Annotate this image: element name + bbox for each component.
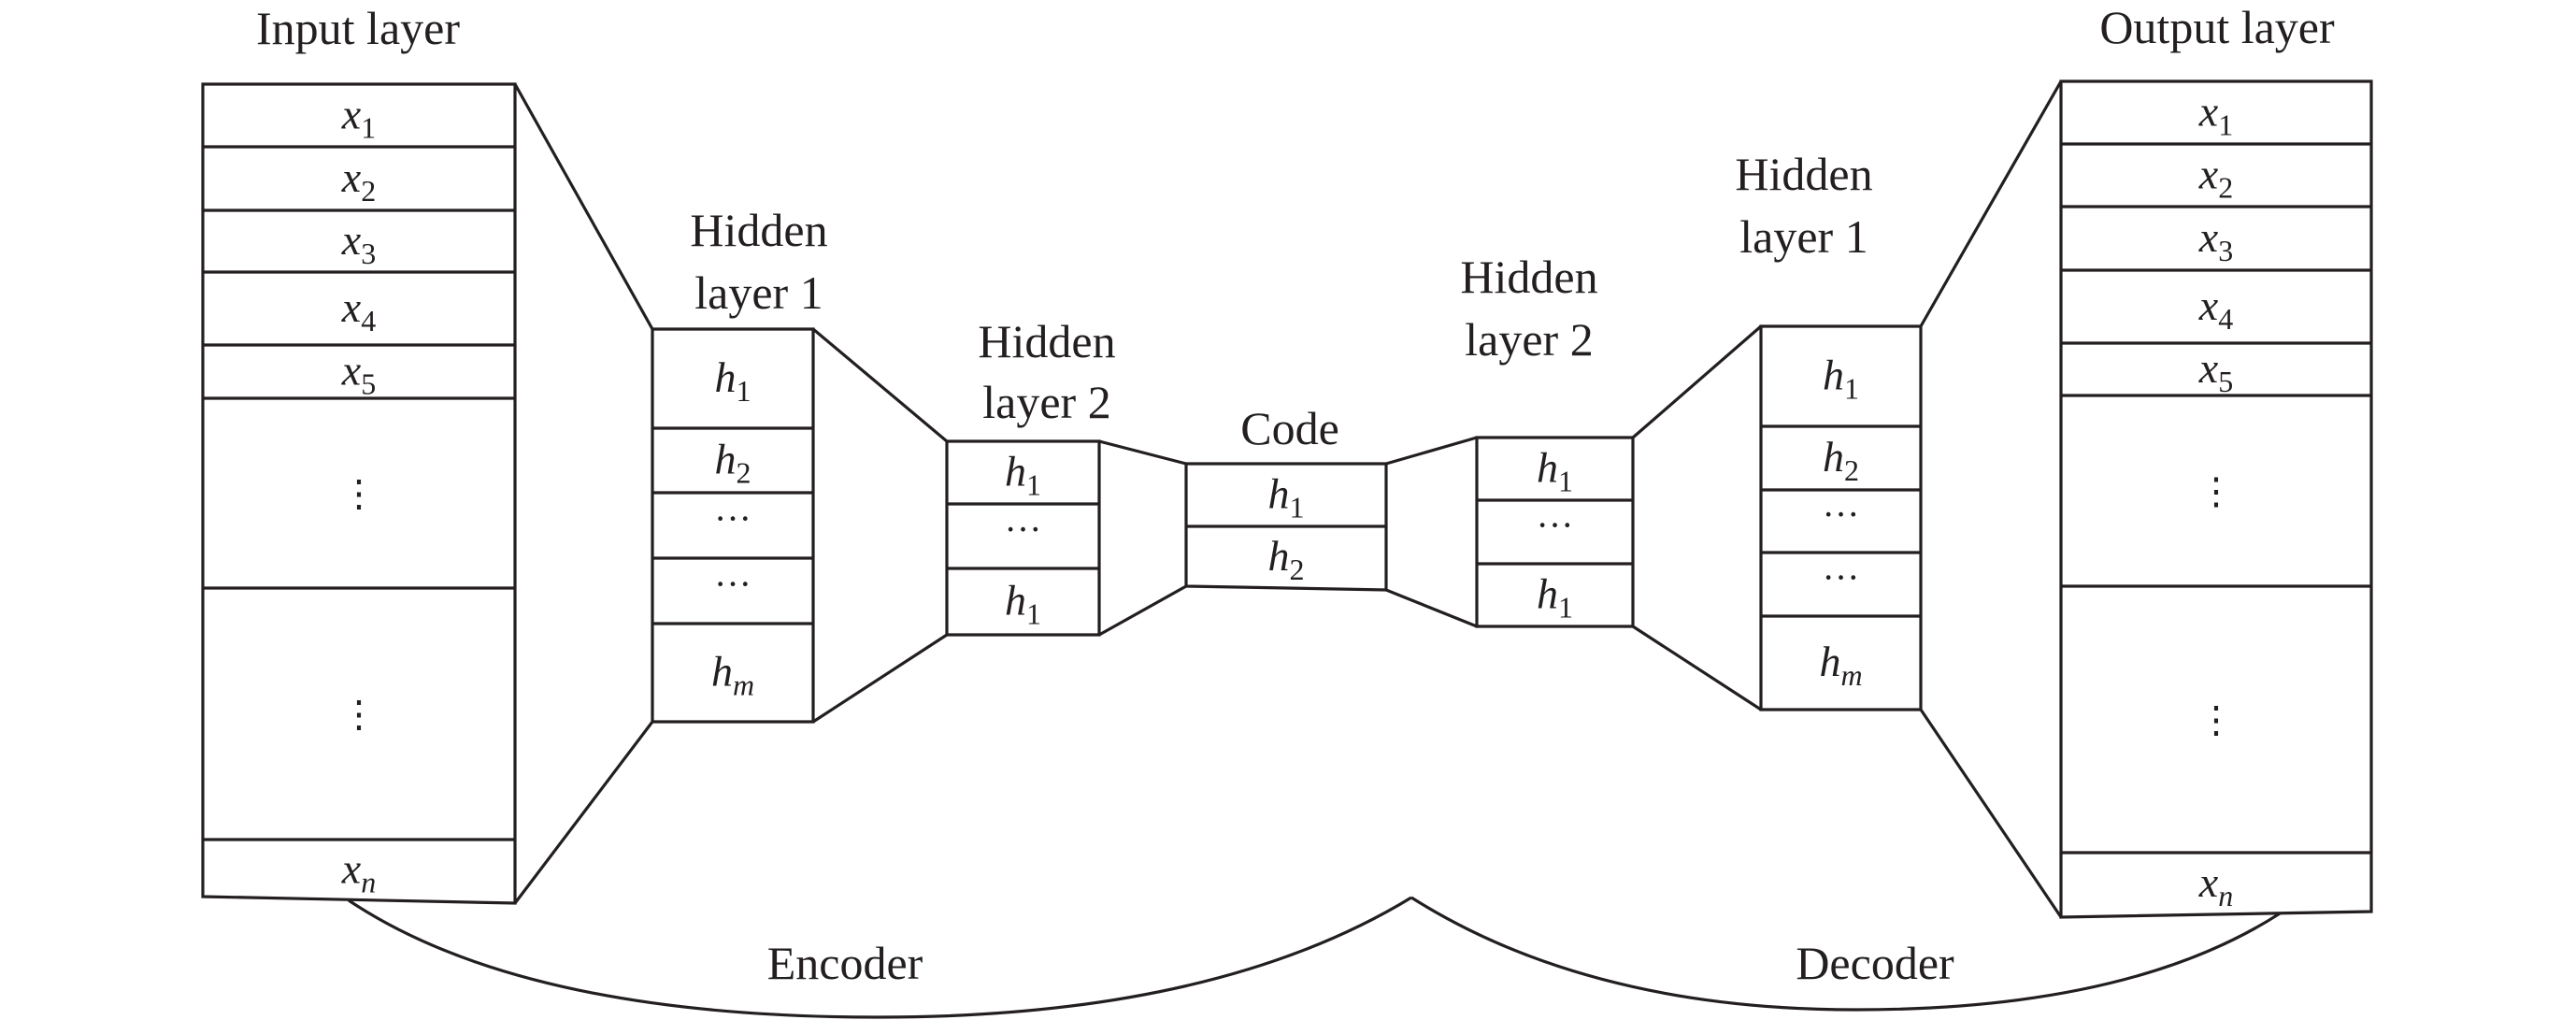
encoder-hidden-layer-2: h1 ··· h1 bbox=[945, 439, 1101, 637]
connector-bottom-3 bbox=[1098, 584, 1187, 637]
node-h-m: hm bbox=[1819, 638, 1862, 692]
connector-bottom-6 bbox=[1919, 709, 2063, 918]
encoder-hidden-layer-1-label: layer 1 bbox=[694, 266, 823, 319]
decoder-hidden-layer-2-label: Hidden bbox=[1460, 251, 1597, 303]
code-layer-outline bbox=[1184, 462, 1388, 592]
encoder-hidden-layer-2-background bbox=[947, 441, 1099, 635]
node-x-3: x3 bbox=[341, 216, 376, 270]
output-layer: x1 x2 x3 x4 x5 ⋮ ⋮ xn bbox=[2059, 79, 2373, 919]
connector-bottom-4 bbox=[1385, 588, 1478, 628]
node-x-2: x2 bbox=[341, 153, 376, 208]
layers: x1x2x3x4x5⋮⋮xnh1h2······hmh1···h1h1h2h1·… bbox=[201, 79, 2373, 919]
input-layer-label: Input layer bbox=[256, 2, 460, 54]
encoder-hidden-layer-2-label: Hidden bbox=[978, 315, 1115, 367]
decoder-label: Decoder bbox=[1796, 937, 1954, 989]
vertical-ellipsis: ⋮ bbox=[340, 473, 378, 515]
node-x-n: xn bbox=[341, 844, 376, 898]
decoder-hidden-layer-2-label: layer 2 bbox=[1465, 313, 1593, 366]
connector-top-2 bbox=[811, 327, 949, 443]
input-layer-background bbox=[203, 84, 515, 903]
horizontal-ellipsis: ··· bbox=[1823, 556, 1860, 598]
connector-bottom-2 bbox=[812, 633, 948, 724]
output-layer-outline bbox=[2059, 79, 2373, 919]
encoder-brace bbox=[348, 896, 1412, 1019]
vertical-ellipsis: ⋮ bbox=[2197, 470, 2235, 512]
node-h-1: h1 bbox=[1537, 444, 1573, 498]
output-layer-background bbox=[2061, 81, 2371, 917]
horizontal-ellipsis: ··· bbox=[714, 563, 751, 605]
decoder-hidden-layer-2: h1 ··· h1 bbox=[1475, 436, 1635, 628]
connector-bottom-5 bbox=[1632, 625, 1762, 711]
node-h-2: h2 bbox=[1268, 532, 1305, 586]
node-h-1: h1 bbox=[1537, 570, 1573, 625]
connector-top-5 bbox=[1631, 324, 1763, 439]
node-h-1: h1 bbox=[715, 353, 751, 408]
output-layer-label: Output layer bbox=[2099, 1, 2335, 53]
encoder-hidden-layer-1: h1 h2 ··· ··· hm bbox=[651, 327, 815, 724]
decoder-hidden-layer-2-outline bbox=[1475, 436, 1635, 628]
layer-connectors bbox=[513, 80, 2063, 918]
horizontal-ellipsis: ··· bbox=[714, 497, 751, 539]
input-layer-outline bbox=[201, 82, 517, 905]
node-x-5: x5 bbox=[341, 347, 376, 401]
node-x-5: x5 bbox=[2198, 344, 2233, 398]
connector-top-4 bbox=[1385, 436, 1478, 466]
node-h-2: h2 bbox=[1823, 433, 1859, 487]
node-h-m: hm bbox=[711, 648, 754, 702]
node-x-1: x1 bbox=[341, 91, 376, 145]
horizontal-ellipsis: ··· bbox=[1005, 509, 1042, 551]
encoder-hidden-layer-2-outline bbox=[945, 439, 1101, 637]
vertical-ellipsis: ⋮ bbox=[2197, 699, 2235, 741]
decoder-hidden-layer-1-label: layer 1 bbox=[1739, 210, 1868, 263]
encoder-hidden-layer-2-label: layer 2 bbox=[982, 376, 1110, 428]
decoder-hidden-layer-1-outline bbox=[1759, 324, 1923, 711]
connector-bottom-1 bbox=[513, 721, 654, 904]
node-x-n: xn bbox=[2198, 858, 2233, 912]
horizontal-ellipsis: ··· bbox=[1537, 504, 1574, 546]
node-h-1: h1 bbox=[1823, 352, 1859, 406]
node-x-3: x3 bbox=[2198, 213, 2233, 267]
vertical-ellipsis: ⋮ bbox=[340, 694, 378, 736]
encoder-hidden-layer-1-label: Hidden bbox=[690, 204, 827, 256]
input-layer: x1 x2 x3 x4 x5 ⋮ ⋮ xn bbox=[201, 82, 517, 905]
code-layer-label: Code bbox=[1240, 402, 1339, 454]
horizontal-ellipsis: ··· bbox=[1823, 494, 1860, 536]
decoder-hidden-layer-1-label: Hidden bbox=[1735, 148, 1872, 200]
node-h-1: h1 bbox=[1005, 577, 1041, 631]
connector-top-6 bbox=[1919, 80, 2063, 327]
connector-top-1 bbox=[513, 83, 654, 330]
encoder-label: Encoder bbox=[767, 937, 923, 989]
encoder-decoder-braces: Encoder Decoder bbox=[348, 896, 2301, 1019]
node-h-2: h2 bbox=[715, 436, 751, 490]
node-h-1: h1 bbox=[1268, 470, 1305, 524]
node-x-1: x1 bbox=[2198, 88, 2233, 142]
decoder-hidden-layer-1-background bbox=[1761, 326, 1921, 710]
decoder-brace bbox=[1410, 896, 2301, 1012]
encoder-hidden-layer-1-outline bbox=[651, 327, 815, 724]
node-x-2: x2 bbox=[2198, 151, 2233, 205]
node-x-4: x4 bbox=[341, 283, 376, 338]
connector-top-3 bbox=[1098, 439, 1187, 466]
node-h-1: h1 bbox=[1005, 448, 1041, 502]
decoder-hidden-layer-2-background bbox=[1477, 438, 1633, 626]
node-x-4: x4 bbox=[2198, 281, 2233, 336]
decoder-hidden-layer-1: h1 h2 ··· ··· hm bbox=[1759, 324, 1923, 711]
